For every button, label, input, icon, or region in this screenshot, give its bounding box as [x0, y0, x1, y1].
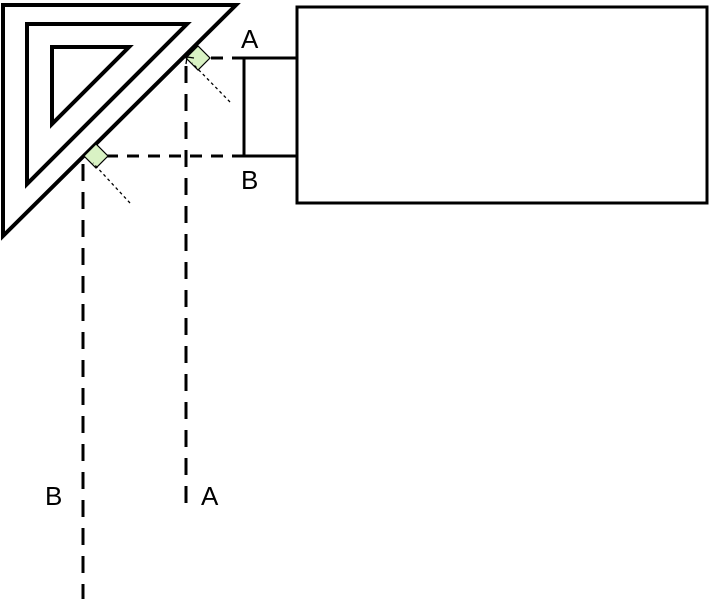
label-top-a: A	[241, 24, 259, 54]
set-square	[1, 3, 241, 241]
label-bottom-b: B	[45, 481, 62, 511]
set-square-outer	[1, 3, 241, 241]
set-square-middle	[25, 22, 192, 189]
right-angle-marker-a	[185, 45, 211, 71]
label-bottom-a: A	[201, 481, 219, 511]
small-rectangle	[242, 56, 297, 158]
label-top-b: B	[241, 165, 258, 195]
direction-arrow-a	[185, 56, 231, 103]
set-square-hole	[50, 45, 134, 129]
direction-arrow-b	[92, 162, 131, 204]
main-rectangle	[295, 5, 709, 205]
right-angle-marker-b	[83, 143, 109, 169]
